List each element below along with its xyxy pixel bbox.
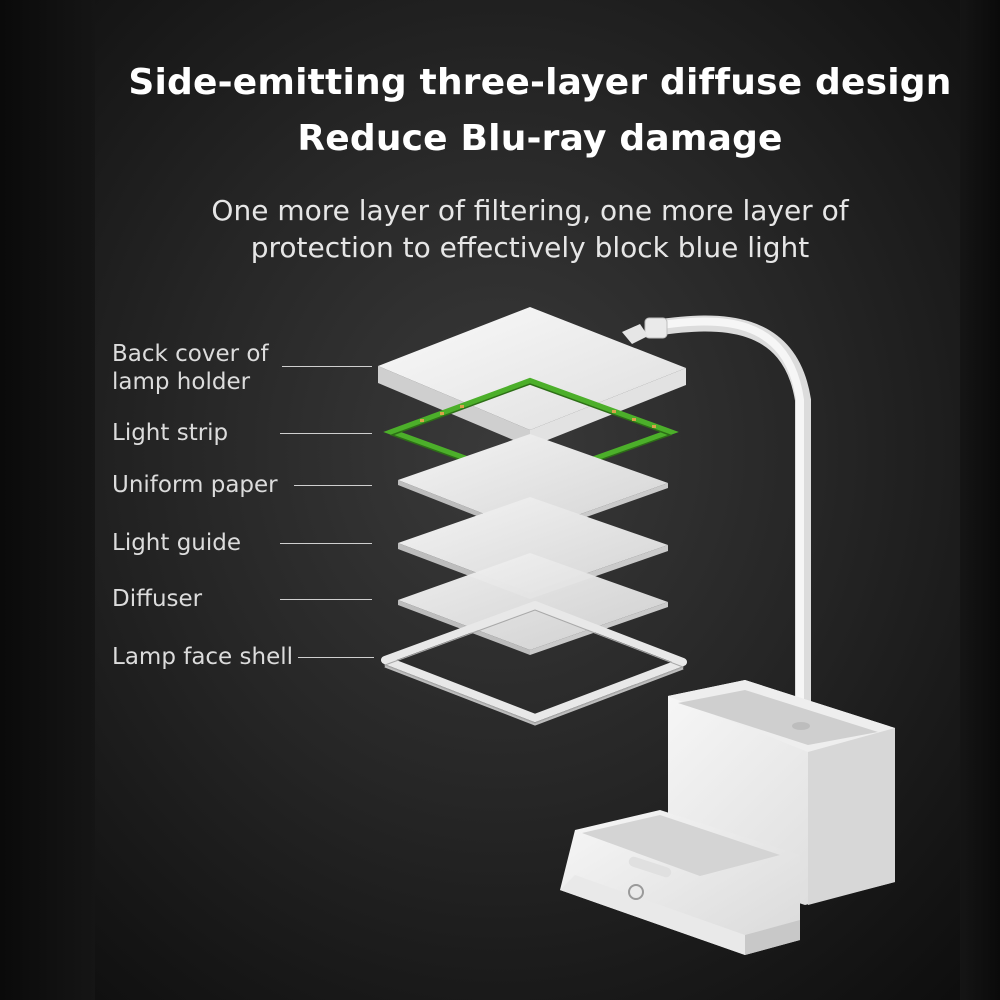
lamp-face-shell-layer [381,601,687,726]
label-back-cover-line-1: Back cover of [112,341,269,367]
gooseneck-arm [644,315,811,733]
leader-uniform-paper [294,485,372,486]
leader-diffuser [280,599,372,600]
leader-back-cover [282,366,372,367]
leader-light-strip [280,433,372,434]
left-edge-shade [0,0,95,1000]
leader-lamp-face-shell [298,657,374,658]
label-uniform-paper: Uniform paper [112,472,278,498]
label-back-cover: Back cover of lamp holder [112,340,269,396]
label-light-guide: Light guide [112,530,242,556]
subheadline-line-1: One more layer of filtering, one more la… [211,194,849,227]
headline-line-2: Reduce Blu-ray damage [297,118,783,159]
label-diffuser: Diffuser [112,586,203,612]
headline-line-1: Side-emitting three-layer diffuse design [128,62,952,103]
back-cover-layer [378,307,686,447]
label-lamp-face-shell: Lamp face shell [112,644,294,670]
label-light-strip: Light strip [112,420,229,446]
right-edge-shade [960,0,1000,1000]
label-back-cover-line-2: lamp holder [112,369,251,395]
subheadline-line-2: protection to effectively block blue lig… [250,231,810,264]
pen-holder-base [560,680,895,955]
leader-light-guide [280,543,372,544]
power-button-icon [628,884,644,900]
